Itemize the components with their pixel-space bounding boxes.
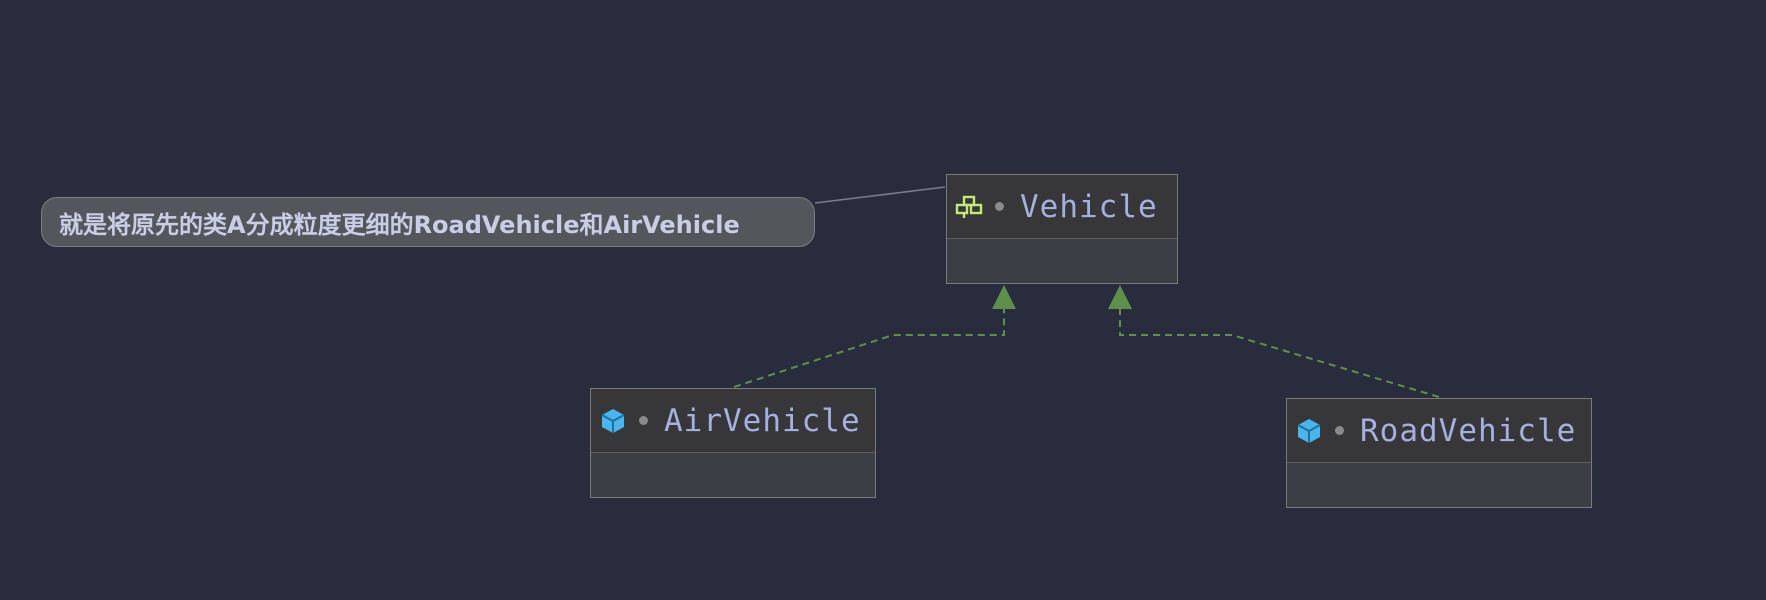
visibility-dot	[995, 202, 1004, 211]
class-icon	[599, 407, 627, 435]
class-icon	[1295, 417, 1323, 445]
class-vehicle[interactable]: Vehicle	[946, 174, 1178, 284]
class-vehicle-name: Vehicle	[1020, 188, 1158, 225]
class-air-vehicle-name: AirVehicle	[664, 402, 861, 439]
class-road-vehicle[interactable]: RoadVehicle	[1286, 398, 1592, 508]
class-air-vehicle-members	[591, 453, 875, 497]
class-air-vehicle-header: AirVehicle	[591, 389, 875, 453]
diagram-note[interactable]: 就是将原先的类A分成粒度更细的RoadVehicle和AirVehicle	[41, 197, 815, 247]
visibility-dot	[1335, 426, 1344, 435]
visibility-dot	[639, 416, 648, 425]
road-vehicle-realization-arrowhead	[1108, 285, 1132, 309]
interface-icon	[955, 193, 983, 221]
class-vehicle-members	[947, 239, 1177, 283]
class-road-vehicle-members	[1287, 463, 1591, 507]
air-vehicle-realization-arrowhead	[992, 285, 1016, 309]
class-air-vehicle[interactable]: AirVehicle	[590, 388, 876, 498]
note-text: 就是将原先的类A分成粒度更细的RoadVehicle和AirVehicle	[59, 210, 740, 239]
note-anchor-line	[814, 186, 946, 204]
class-vehicle-header: Vehicle	[947, 175, 1177, 239]
class-road-vehicle-header: RoadVehicle	[1287, 399, 1591, 463]
class-road-vehicle-name: RoadVehicle	[1360, 412, 1577, 449]
air-vehicle-realization-line[interactable]	[733, 307, 1005, 388]
road-vehicle-realization-line[interactable]	[1119, 307, 1440, 398]
